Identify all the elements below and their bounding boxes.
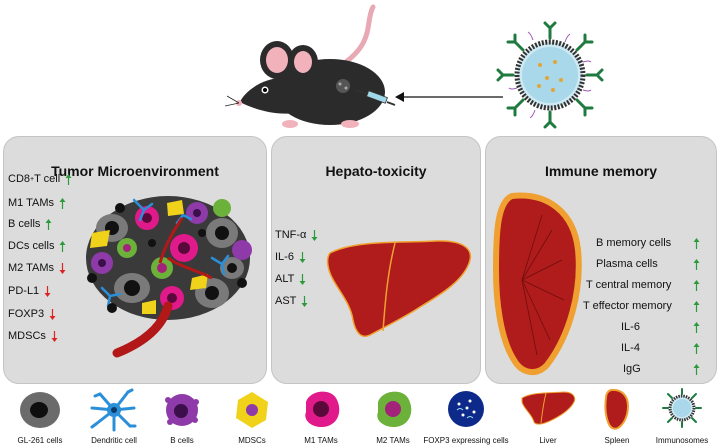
spleen-illustration [492, 192, 582, 375]
dendritic-cell-icon [90, 388, 137, 432]
m2-tam-icon [377, 391, 412, 428]
down-arrow-icon [299, 251, 306, 263]
tumor-panel-title: Tumor Microenvironment [51, 163, 219, 179]
down-arrow-icon [301, 295, 308, 307]
tumor-item-cd8: CD8+ T cell [8, 173, 73, 185]
injection-arrow [395, 92, 503, 102]
b-cell-icon [165, 394, 199, 426]
memory-item-igg: IgG [623, 363, 700, 375]
legend-label-immunosomes: Immunosomes [655, 436, 709, 445]
up-arrow-icon [693, 342, 700, 354]
legend-label-liver: Liver [539, 436, 557, 445]
tumor-cluster-illustration [86, 196, 252, 358]
memory-item-bmemory: B memory cells [596, 237, 700, 249]
hepato-item-ast: AST [275, 295, 309, 307]
tumor-item-m2: M2 TAMs [8, 262, 67, 274]
immunosome-icon [662, 388, 702, 428]
memory-item-tcentral: T central memory [586, 279, 700, 291]
up-arrow-icon [45, 218, 52, 230]
tumor-item-mdscs: MDSCs [8, 330, 59, 342]
down-arrow-icon [59, 262, 66, 274]
tumor-item-bcells: B cells [8, 218, 53, 230]
liver-icon [521, 391, 576, 425]
mouse-injection-illustration [225, 4, 396, 128]
hepato-item-tnfa: TNF-α [275, 229, 319, 241]
legend-label-m1: M1 TAMs [304, 436, 338, 445]
legend-label-dendritic: Dendritic cell [91, 436, 137, 445]
immunosome-large-icon [496, 21, 604, 129]
syringe-icon [354, 89, 396, 106]
liver-illustration [326, 240, 472, 337]
memory-panel-title: Immune memory [544, 163, 658, 179]
tumor-item-foxp3: FOXP3 [8, 308, 57, 320]
up-arrow-icon [693, 237, 700, 249]
hepato-panel-title: Hepato-toxicity [325, 163, 427, 179]
hepato-item-il6: IL-6 [275, 251, 307, 263]
legend-label-m2: M2 TAMs [376, 436, 410, 445]
up-arrow-icon [693, 279, 700, 291]
legend-label-gl261: GL-261 cells [17, 436, 63, 445]
tumor-item-dcs: DCs cells [8, 240, 67, 252]
down-arrow-icon [51, 330, 58, 342]
memory-item-il4: IL-4 [621, 342, 700, 354]
memory-item-plasma: Plasma cells [596, 258, 700, 270]
down-arrow-icon [311, 229, 318, 241]
m1-tam-icon [305, 391, 340, 428]
up-arrow-icon [693, 258, 700, 270]
down-arrow-icon [49, 308, 56, 320]
up-arrow-icon [693, 300, 700, 312]
tumor-item-pdl1: PD-L1 [8, 285, 52, 297]
down-arrow-icon [299, 273, 306, 285]
up-arrow-icon [693, 321, 700, 333]
memory-item-il6: IL-6 [621, 321, 700, 333]
gl261-cell-icon [20, 392, 60, 428]
legend-label-mdscs: MDSCs [238, 436, 266, 445]
down-arrow-icon [44, 285, 51, 297]
mdsc-icon [236, 392, 268, 428]
legend-label-foxp3: FOXP3 expressing cells [423, 436, 509, 445]
legend-label-spleen: Spleen [604, 436, 630, 445]
up-arrow-icon [59, 240, 66, 252]
up-arrow-icon [65, 173, 72, 185]
spleen-icon [604, 388, 630, 430]
up-arrow-icon [59, 197, 66, 209]
hepato-item-alt: ALT [275, 273, 307, 285]
up-arrow-icon [693, 363, 700, 375]
memory-item-teffector: T effector memory [583, 300, 700, 312]
tumor-item-m1: M1 TAMs [8, 197, 67, 209]
foxp3-cell-icon [448, 391, 484, 427]
legend-label-bcells: B cells [170, 436, 194, 445]
